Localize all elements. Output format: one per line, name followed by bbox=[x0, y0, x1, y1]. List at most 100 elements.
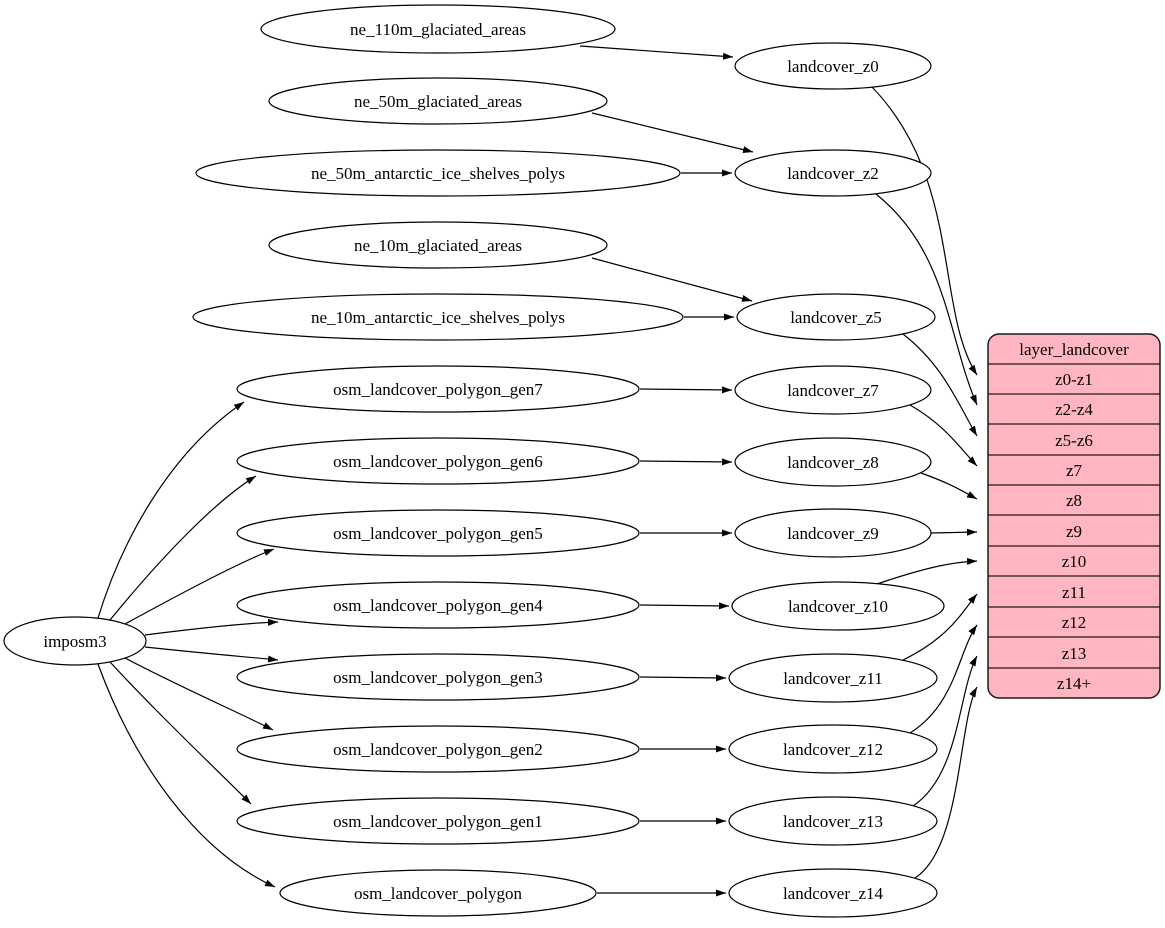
node-imposm3: imposm3 bbox=[3, 616, 147, 666]
node-ne_50m_glaciated_areas: ne_50m_glaciated_areas bbox=[268, 77, 608, 125]
node-ellipse bbox=[279, 869, 597, 917]
table-row-label: z8 bbox=[1066, 491, 1082, 510]
edge-imposm3-osm_landcover_polygon_gen6 bbox=[109, 475, 257, 621]
edge-landcover_z5-row-z5-z6 bbox=[902, 333, 978, 437]
node-ne_50m_antarctic_ice_shelves_polys: ne_50m_antarctic_ice_shelves_polys bbox=[195, 149, 681, 197]
node-osm_landcover_polygon_gen6: osm_landcover_polygon_gen6 bbox=[236, 437, 640, 485]
node-label: landcover_z5 bbox=[790, 308, 882, 327]
edge-landcover_z11-row-z11 bbox=[902, 593, 978, 661]
edge-imposm3-osm_landcover_polygon_gen1 bbox=[109, 661, 252, 805]
node-landcover_z2: landcover_z2 bbox=[734, 149, 932, 197]
edge-landcover_z10-row-z10 bbox=[876, 557, 978, 585]
node-label: landcover_z11 bbox=[783, 669, 882, 688]
node-ellipse bbox=[236, 509, 640, 557]
node-ellipse bbox=[236, 581, 640, 629]
node-ellipse bbox=[728, 724, 938, 774]
node-label: ne_110m_glaciated_areas bbox=[350, 20, 526, 39]
table-row-label: z7 bbox=[1066, 461, 1083, 480]
node-landcover_z9: landcover_z9 bbox=[734, 508, 932, 558]
node-label: landcover_z9 bbox=[787, 524, 879, 543]
edge-osm_landcover_polygon_gen4-landcover_z10 bbox=[639, 602, 730, 610]
node-osm_landcover_polygon_gen5: osm_landcover_polygon_gen5 bbox=[236, 509, 640, 557]
node-label: imposm3 bbox=[43, 632, 106, 651]
node-ellipse bbox=[728, 653, 938, 703]
node-label: ne_10m_antarctic_ice_shelves_polys bbox=[311, 308, 565, 327]
node-landcover_z14: landcover_z14 bbox=[728, 868, 938, 918]
node-label: osm_landcover_polygon_gen5 bbox=[333, 524, 543, 543]
node-ellipse bbox=[236, 365, 640, 413]
edge-osm_landcover_polygon_gen7-landcover_z7 bbox=[639, 386, 733, 394]
node-ellipse bbox=[734, 437, 932, 487]
node-osm_landcover_polygon_gen1: osm_landcover_polygon_gen1 bbox=[236, 797, 640, 845]
edge-imposm3-osm_landcover_polygon_gen4 bbox=[144, 618, 279, 636]
edge-osm_landcover_polygon_gen6-landcover_z8 bbox=[639, 458, 733, 466]
node-label: osm_landcover_polygon_gen4 bbox=[333, 596, 543, 615]
node-label: landcover_z12 bbox=[783, 740, 883, 759]
table-title: layer_landcover bbox=[1019, 340, 1129, 359]
node-label: landcover_z2 bbox=[787, 164, 879, 183]
table-row-label: z5-z6 bbox=[1055, 431, 1093, 450]
node-ellipse bbox=[236, 797, 640, 845]
node-label: ne_50m_glaciated_areas bbox=[354, 92, 522, 111]
edge-imposm3-osm_landcover_polygon_gen3 bbox=[144, 646, 279, 663]
node-label: osm_landcover_polygon_gen6 bbox=[333, 452, 543, 471]
node-landcover_z5: landcover_z5 bbox=[736, 293, 936, 341]
node-landcover_z8: landcover_z8 bbox=[734, 437, 932, 487]
node-label: osm_landcover_polygon_gen2 bbox=[333, 740, 543, 759]
node-ellipse bbox=[236, 725, 640, 773]
node-landcover_z13: landcover_z13 bbox=[728, 796, 938, 846]
edge-ne_10m_glaciated_areas-landcover_z5 bbox=[591, 257, 753, 302]
node-ellipse bbox=[268, 221, 608, 269]
edge-osm_landcover_polygon_gen3-landcover_z11 bbox=[639, 674, 727, 682]
node-ellipse bbox=[260, 4, 616, 54]
table-row-label: z2-z4 bbox=[1055, 400, 1093, 419]
node-label: osm_landcover_polygon_gen7 bbox=[333, 380, 543, 399]
edge-imposm3-osm_landcover_polygon bbox=[97, 663, 276, 888]
node-ellipse bbox=[734, 508, 932, 558]
node-label: landcover_z10 bbox=[788, 597, 888, 616]
node-ne_10m_glaciated_areas: ne_10m_glaciated_areas bbox=[268, 221, 608, 269]
node-ellipse bbox=[195, 149, 681, 197]
table-row-label: z14+ bbox=[1057, 674, 1091, 693]
node-osm_landcover_polygon_gen3: osm_landcover_polygon_gen3 bbox=[236, 653, 640, 701]
edge-landcover_z8-row-z8 bbox=[920, 472, 978, 500]
node-label: osm_landcover_polygon_gen3 bbox=[333, 668, 543, 687]
node-ellipse bbox=[736, 293, 936, 341]
node-label: ne_10m_glaciated_areas bbox=[354, 236, 522, 255]
edge-ne_50m_glaciated_areas-landcover_z2 bbox=[591, 112, 754, 154]
table-row-label: z11 bbox=[1062, 583, 1086, 602]
node-ellipse bbox=[731, 581, 945, 631]
node-ellipse bbox=[236, 437, 640, 485]
node-osm_landcover_polygon_gen7: osm_landcover_polygon_gen7 bbox=[236, 365, 640, 413]
node-landcover_z7: landcover_z7 bbox=[734, 365, 932, 415]
table-row-label: z9 bbox=[1066, 522, 1082, 541]
edge-landcover_z13-row-z13 bbox=[912, 655, 978, 807]
edge-landcover_z7-row-z7 bbox=[909, 404, 978, 467]
edge-landcover_z9-row-z9 bbox=[930, 528, 978, 536]
node-label: osm_landcover_polygon bbox=[354, 884, 523, 903]
table-row-label: z12 bbox=[1062, 613, 1087, 632]
table-row-label: z0-z1 bbox=[1055, 370, 1093, 389]
node-label: landcover_z7 bbox=[787, 381, 879, 400]
node-ellipse bbox=[728, 868, 938, 918]
node-landcover_z11: landcover_z11 bbox=[728, 653, 938, 703]
node-landcover_z12: landcover_z12 bbox=[728, 724, 938, 774]
table-row-label: z10 bbox=[1062, 552, 1087, 571]
node-landcover_z10: landcover_z10 bbox=[731, 581, 945, 631]
node-ellipse bbox=[734, 149, 932, 197]
node-ellipse bbox=[192, 293, 684, 341]
node-ellipse bbox=[236, 653, 640, 701]
edge-ne_110m_glaciated_areas-landcover_z0 bbox=[579, 45, 734, 60]
node-label: landcover_z13 bbox=[783, 812, 883, 831]
edge-imposm3-osm_landcover_polygon_gen2 bbox=[124, 657, 274, 731]
node-ne_110m_glaciated_areas: ne_110m_glaciated_areas bbox=[260, 4, 616, 54]
edge-landcover_z12-row-z12 bbox=[909, 624, 978, 734]
node-osm_landcover_polygon: osm_landcover_polygon bbox=[279, 869, 597, 917]
node-landcover_z0: landcover_z0 bbox=[734, 42, 932, 90]
node-ellipse bbox=[268, 77, 608, 125]
node-osm_landcover_polygon_gen4: osm_landcover_polygon_gen4 bbox=[236, 581, 640, 629]
node-osm_landcover_polygon_gen2: osm_landcover_polygon_gen2 bbox=[236, 725, 640, 773]
edge-imposm3-osm_landcover_polygon_gen5 bbox=[124, 548, 275, 625]
